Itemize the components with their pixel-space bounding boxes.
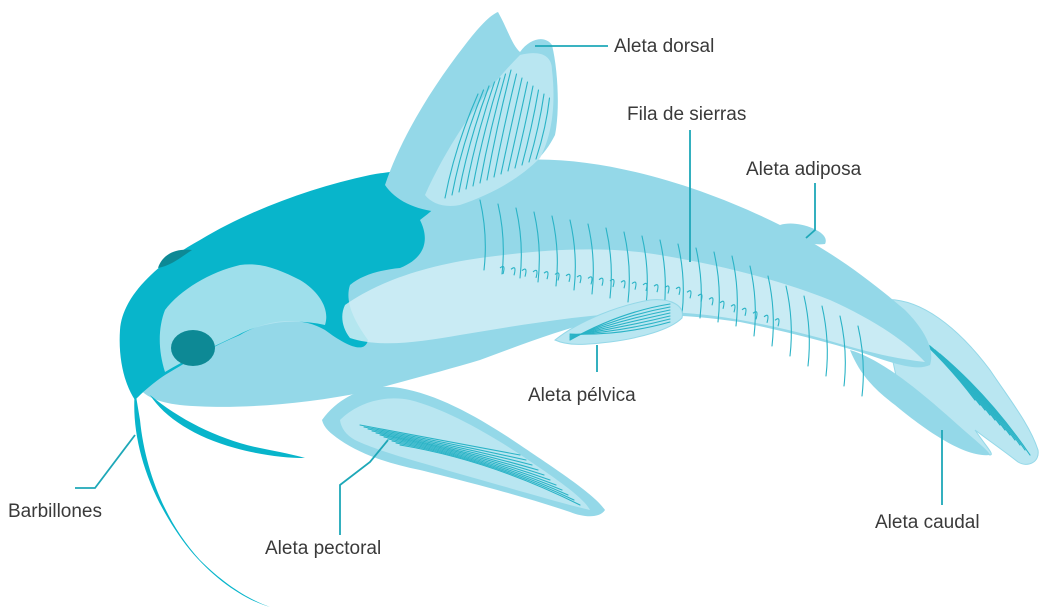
leader-barbels bbox=[75, 435, 135, 488]
label-caudal-fin: Aleta caudal bbox=[875, 512, 980, 533]
barbels bbox=[134, 390, 305, 607]
eye bbox=[171, 330, 215, 366]
label-pectoral-fin: Aleta pectoral bbox=[265, 538, 381, 559]
label-adipose-fin: Aleta adiposa bbox=[746, 159, 862, 180]
label-saw-row: Fila de sierras bbox=[627, 104, 746, 125]
label-pelvic-fin: Aleta pélvica bbox=[528, 385, 636, 406]
label-barbels: Barbillones bbox=[8, 501, 102, 522]
fish-body bbox=[120, 159, 932, 406]
pectoral-fin bbox=[322, 387, 605, 516]
label-dorsal-fin: Aleta dorsal bbox=[614, 36, 714, 57]
